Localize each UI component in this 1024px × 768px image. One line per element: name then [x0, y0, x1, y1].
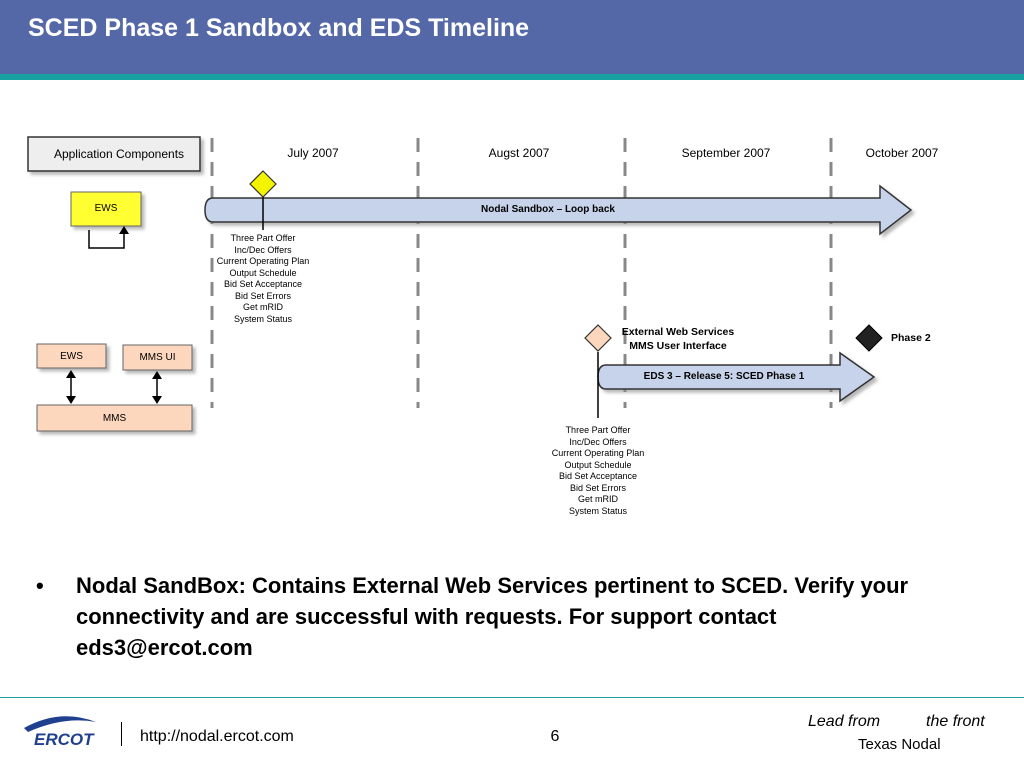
month-august: Augst 2007 [488, 146, 550, 160]
eds-milestone-diamond [584, 324, 612, 352]
list-item: Current Operating Plan [216, 256, 310, 266]
list-item: System Status [568, 505, 628, 516]
list-item: Get mRID [577, 494, 618, 504]
phase2-diamond [855, 324, 883, 352]
title-bar [0, 0, 1024, 74]
sandbox-label: Nodal Sandbox – Loop back [481, 204, 615, 215]
ews-top-box [70, 191, 142, 227]
mms-ui-box [122, 344, 193, 371]
list-item: Output Schedule [564, 459, 632, 470]
timeline-diagram [27, 136, 913, 432]
month-dividers [210, 138, 833, 408]
milestone-line: MMS User Interface [629, 340, 727, 352]
mms-box [36, 404, 193, 432]
ews-box [36, 343, 107, 369]
bullet-text: Nodal SandBox: Contains External Web Ser… [76, 573, 909, 660]
list-item: Bid Set Errors [569, 482, 627, 493]
mms-ui-label: MMS UI [139, 352, 176, 363]
loopback-arrow [88, 230, 125, 249]
list-item: Bid Set Acceptance [558, 471, 638, 481]
list-item: Bid Set Acceptance [223, 279, 303, 289]
ercot-logo-text: ERCOT [34, 730, 95, 749]
footer-url-link[interactable]: http://nodal.ercot.com [140, 728, 294, 745]
month-september: September 2007 [681, 146, 771, 160]
app-components-label: Application Components [53, 147, 185, 161]
month-october: October 2007 [865, 146, 939, 160]
mms-label: MMS [102, 412, 127, 424]
app-components-box [27, 136, 201, 172]
ews-label: EWS [60, 350, 83, 362]
month-july: July 2007 [287, 146, 339, 160]
eds-function-list: Three Part Offer Inc/Dec Offers Current … [538, 425, 658, 517]
phase2-label: Phase 2 [891, 332, 931, 344]
list-item: System Status [233, 313, 293, 324]
sandbox-milestone-diamond [249, 170, 277, 198]
eds-milestone-label: External Web Services MMS User Interface [608, 325, 748, 353]
milestone-line: External Web Services [621, 326, 735, 338]
sandbox-function-list: Three Part Offer Inc/Dec Offers Current … [203, 233, 323, 325]
footer-separator [121, 722, 122, 746]
bullet-icon: • [36, 573, 44, 598]
list-item: Current Operating Plan [551, 448, 645, 458]
list-item: Inc/Dec Offers [569, 436, 627, 447]
list-item: Bid Set Errors [234, 290, 292, 301]
ercot-logo: ERCOT [24, 716, 96, 749]
list-item: Three Part Offer [230, 233, 296, 243]
sandbox-arrow [204, 184, 913, 236]
title-accent-stripe [0, 74, 1024, 80]
footer-divider [0, 697, 1024, 698]
eds-label: EDS 3 – Release 5: SCED Phase 1 [643, 371, 805, 382]
loopback-arrowhead [119, 226, 129, 234]
list-item: Get mRID [242, 302, 283, 312]
tagline-texas-nodal: Texas Nodal [858, 736, 941, 753]
ews-top-text: EWS [94, 203, 118, 214]
list-item: Inc/Dec Offers [234, 244, 292, 255]
tagline-lead: Lead from [808, 713, 881, 730]
page-number: 6 [550, 728, 560, 745]
list-item: Three Part Offer [565, 425, 631, 435]
slide-title: SCED Phase 1 Sandbox and EDS Timeline [28, 14, 530, 42]
ews-top-label: EWS [71, 192, 141, 226]
list-item: Output Schedule [229, 267, 297, 278]
tagline-front: the front [926, 713, 985, 730]
